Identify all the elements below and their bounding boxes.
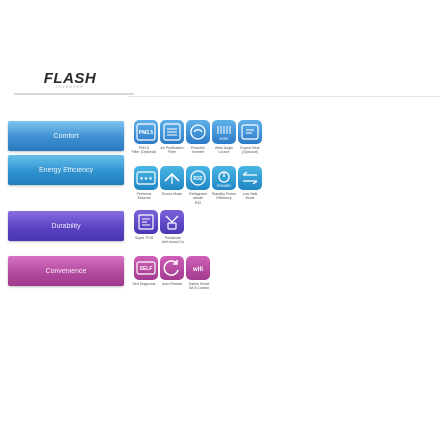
low-watt-caption: Low Watt Mode — [242, 192, 258, 201]
standby-icon-text: STANDBY — [217, 184, 233, 188]
category-energy-efficiency-button[interactable]: Energy Efficiency — [8, 155, 124, 185]
sleep-mode-caption: Ezyme Blue (Optional) — [240, 146, 260, 155]
category-convenience-button[interactable]: Convenience — [8, 256, 124, 286]
svg-text:WIDE: WIDE — [219, 137, 229, 141]
econo-mode-caption: Econo Mode — [161, 192, 183, 196]
low-watt-icon — [238, 166, 262, 190]
refrigerant-r32-icon: R32 — [186, 166, 210, 190]
self-icon-text: SELF — [140, 266, 153, 272]
category-convenience-label: Convenience — [45, 267, 87, 275]
standby-caption: Standby Power Efficiency — [211, 192, 237, 201]
standby-power-icon: STANDBY — [212, 166, 236, 190]
wifi-control-icon: wifi — [186, 256, 210, 280]
category-comfort-button[interactable]: Comfort — [8, 121, 124, 151]
anti-corrosion-icon — [160, 210, 184, 234]
super-pcb-icon — [134, 210, 158, 234]
air-purification-caption: Air Purification Filter — [160, 146, 184, 155]
performa-stars: ★★★ — [139, 176, 153, 182]
category-comfort-label: Comfort — [53, 132, 79, 140]
logo-subtitle: INVERTER — [55, 84, 85, 89]
brand-logo: FLASH INVERTER — [12, 70, 134, 95]
pm25-icon-text: PM2.5 — [139, 130, 154, 136]
category-durability-label: Durability — [51, 222, 81, 230]
self-diagnosis-icon: SELF — [134, 256, 158, 280]
performa-icon: ★★★ — [134, 166, 158, 190]
self-diagnosis-caption: Self Diagnosis — [132, 282, 156, 286]
powerful-inverter-icon — [186, 120, 210, 144]
refrigerant-caption: Refrigerant ramah R32 — [189, 192, 207, 205]
logo-underline — [14, 93, 134, 95]
wifi-control-caption: Daikin Smart Wi-fi Control — [188, 282, 210, 291]
auto-restart-caption: Auto Restart — [162, 282, 182, 286]
pm25-filter-icon: PM2.5 — [134, 120, 158, 144]
wide-angle-louvre-icon: WIDE — [212, 120, 236, 144]
header-divider — [128, 96, 440, 97]
powerful-inverter-caption: Powerful Inverter — [191, 146, 205, 155]
r32-icon-text: R32 — [193, 176, 202, 182]
category-durability-button[interactable]: Durability — [8, 211, 124, 241]
pm25-caption: PM2.5 Filter (Optional) — [131, 146, 157, 155]
auto-restart-icon — [160, 256, 184, 280]
super-pcb-caption: Super PCB — [135, 236, 153, 240]
category-energy-efficiency-label: Energy Efficiency — [39, 166, 93, 174]
wifi-icon-text: wifi — [192, 267, 203, 273]
sleep-mode-icon — [238, 120, 262, 144]
logo-brand-text: FLASH — [43, 70, 97, 87]
econo-mode-icon — [160, 166, 184, 190]
performa-caption: Performa Eksenai — [136, 192, 152, 201]
anti-corrosion-caption: Perlakuan Anti-korosi Cu — [161, 236, 185, 245]
air-purification-icon — [160, 120, 184, 144]
wide-angle-caption: Wide Angle Louvre — [214, 146, 234, 155]
